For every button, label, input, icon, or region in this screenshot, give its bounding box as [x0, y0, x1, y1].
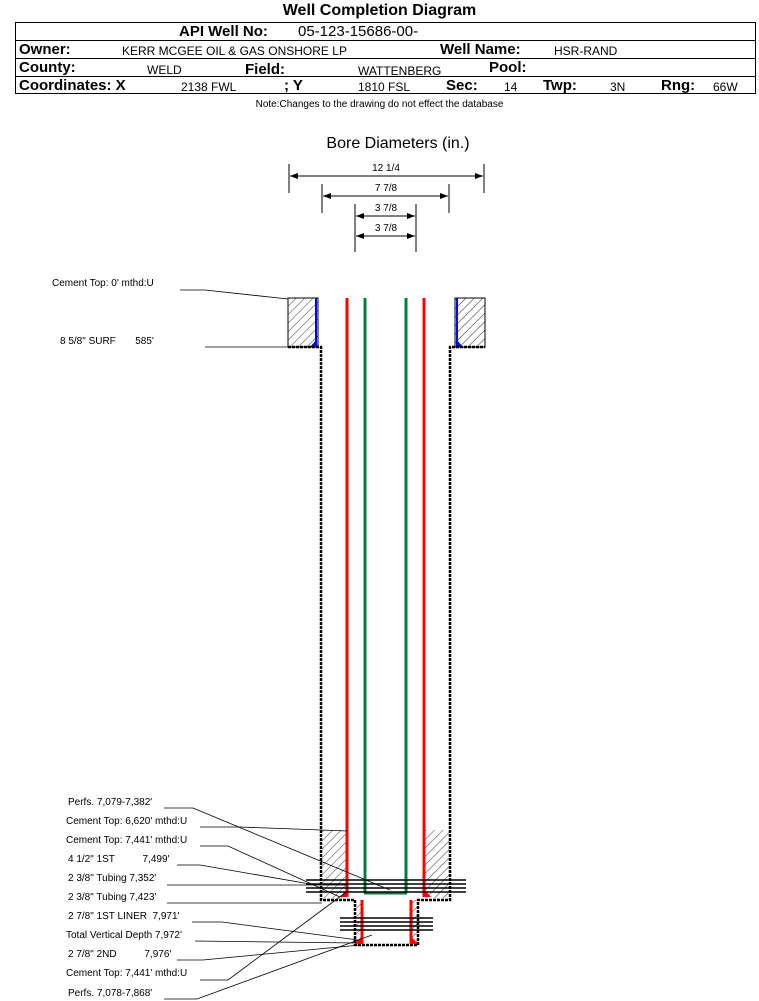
liner-shoe-icon [410, 935, 418, 944]
database-note: Note:Changes to the drawing do not effec… [255, 99, 504, 110]
casing-shoe-icon [310, 339, 317, 347]
surface-cement-right [454, 297, 486, 348]
bottom-labels: Perfs. 7,079-7,382' Cement Top: 6,620' m… [66, 797, 187, 999]
api-value: 05-123-15686-00- [298, 23, 419, 40]
dim-label: 3 7/8 [375, 203, 398, 214]
label-tubing-7352: 2 3/8" Tubing 7,352' [68, 873, 156, 884]
twp-label: Twp: [543, 77, 577, 94]
production-cement-right [425, 830, 449, 898]
county-value: WELD [147, 63, 182, 77]
open-hole-wall [288, 345, 485, 947]
coord-x-label: Coordinates: X [19, 77, 126, 94]
coord-x-value: 2138 FWL [181, 80, 237, 94]
label-production-casing: 4 1/2" 1ST 7,499' [68, 854, 170, 865]
rng-value: 66W [713, 80, 738, 94]
pool-label: Pool: [489, 59, 527, 76]
label-2nd-liner: 2 7/8" 2ND 7,976' [68, 949, 171, 960]
rng-label: Rng: [661, 77, 696, 94]
owner-value: KERR MCGEE OIL & GAS ONSHORE LP [122, 44, 347, 58]
surface-cement-left [287, 297, 319, 348]
api-row: API Well No: 05-123-15686-00- [16, 23, 755, 41]
well-name-value: HSR-RAND [554, 44, 618, 58]
coord-y-label: ; Y [284, 77, 303, 94]
api-label: API Well No: [179, 23, 268, 40]
county-label: County: [19, 59, 76, 76]
label-cement-top-liner: Cement Top: 7,441' mthd:U [66, 968, 187, 979]
label-tubing-7423: 2 3/8" Tubing 7,423' [68, 892, 156, 903]
twp-value: 3N [610, 80, 626, 94]
label-cement-top-7441: Cement Top: 7,441' mthd:U [66, 835, 187, 846]
label-cement-top-6620: Cement Top: 6,620' mthd:U [66, 816, 187, 827]
label-surface-casing: 8 5/8" SURF 585' [60, 336, 154, 347]
well-name-label: Well Name: [440, 41, 521, 58]
label-perfs-upper: Perfs. 7,079-7,382' [68, 797, 152, 808]
casing-shoe-icon [456, 339, 463, 347]
leader-lines [164, 807, 391, 1000]
field-label: Field: [245, 61, 285, 78]
coord-y-value: 1810 FSL [358, 80, 411, 94]
label-total-depth: Total Vertical Depth 7,972' [66, 930, 182, 941]
dim-label: 7 7/8 [375, 183, 398, 194]
owner-row: Owner: KERR MCGEE OIL & GAS ONSHORE LP W… [16, 41, 755, 59]
dim-label: 3 7/8 [375, 223, 398, 234]
sec-label: Sec: [446, 77, 478, 94]
field-value: WATTENBERG [358, 64, 442, 78]
leader-line [180, 289, 289, 300]
label-1st-liner: 2 7/8" 1ST LINER 7,971' [68, 911, 180, 922]
perforations-lower [340, 917, 433, 931]
label-cement-top-surface: Cement Top: 0' mthd:U [52, 278, 154, 289]
owner-label: Owner: [19, 41, 71, 58]
sec-value: 14 [504, 80, 518, 94]
label-perfs-lower: Perfs. 7,078-7,868' [68, 988, 152, 999]
county-row: County: WELD Field: WATTENBERG Pool: [16, 59, 755, 78]
bore-dimensions [288, 164, 485, 252]
dim-label: 12 1/4 [372, 163, 400, 174]
bore-title: Bore Diameters (in.) [326, 135, 469, 152]
coordinates-row: Coordinates: X 2138 FWL ; Y 1810 FSL Sec… [16, 77, 755, 95]
well-info-header: API Well No: 05-123-15686-00- Owner: KER… [15, 22, 756, 94]
production-cement-left [322, 830, 346, 898]
diagram-title: Well Completion Diagram [282, 2, 477, 19]
